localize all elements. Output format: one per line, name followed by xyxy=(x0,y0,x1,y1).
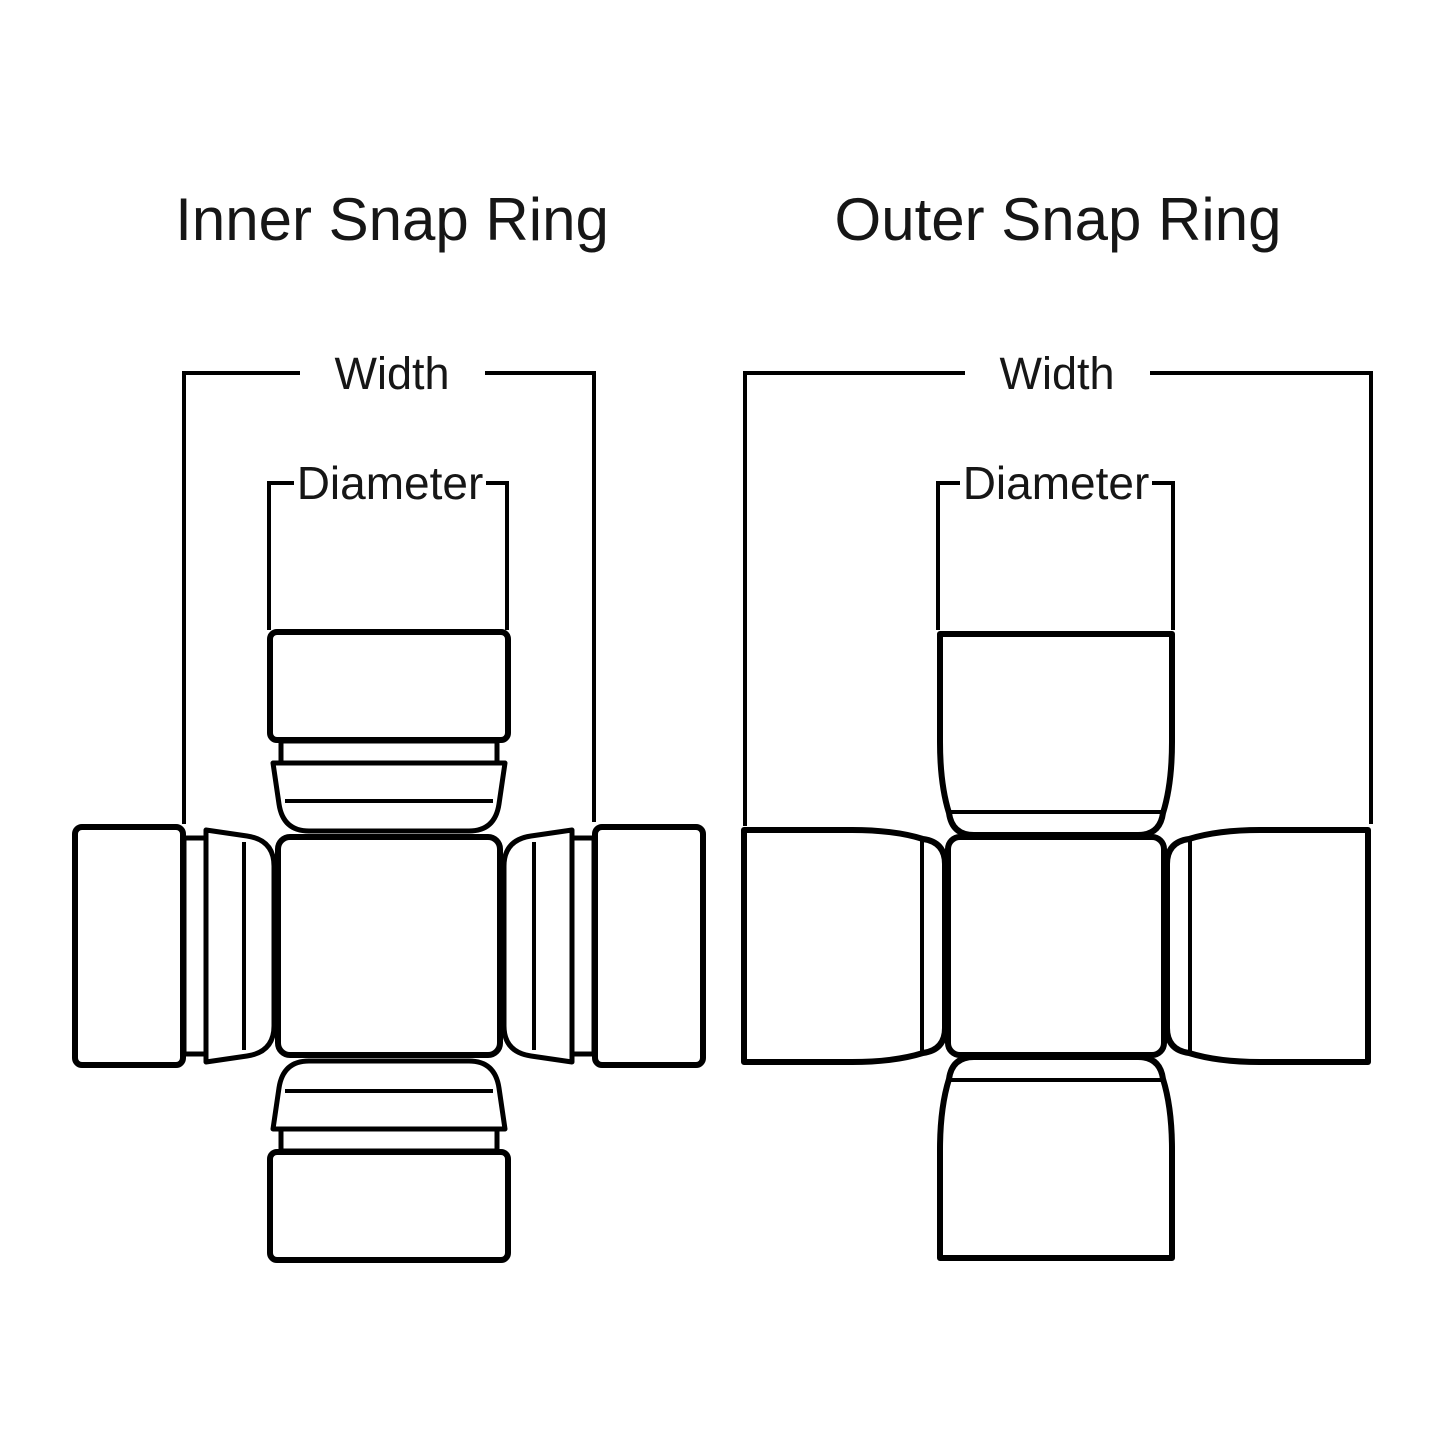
inner-width-bracket xyxy=(182,371,596,824)
inner-diameter-label: Diameter xyxy=(297,457,484,509)
outer-arm-left xyxy=(744,830,945,1062)
inner-width-label: Width xyxy=(334,348,449,399)
outer-title: Outer Snap Ring xyxy=(835,186,1282,253)
inner-cross-body xyxy=(275,834,503,1058)
outer-diameter-label: Diameter xyxy=(963,457,1150,509)
inner-arm-right xyxy=(504,827,703,1065)
outer-cross-body xyxy=(945,834,1167,1058)
outer-arm-right xyxy=(1167,830,1368,1062)
outer-width-bracket xyxy=(743,371,1373,826)
outer-snap-ring-figure: Outer Snap Ring Width Diameter xyxy=(743,186,1373,1258)
outer-arm-bottom xyxy=(940,1057,1172,1258)
inner-diameter-bracket xyxy=(267,481,509,630)
outer-width-label: Width xyxy=(999,348,1114,399)
outer-diameter-bracket xyxy=(936,481,1175,630)
outer-arm-top xyxy=(940,634,1172,835)
inner-arm-left xyxy=(75,827,274,1065)
inner-title: Inner Snap Ring xyxy=(175,186,609,253)
inner-arm-bottom xyxy=(270,1061,508,1260)
inner-snap-ring-figure: Inner Snap Ring Width Diameter xyxy=(75,186,703,1260)
inner-arm-top xyxy=(270,632,508,831)
